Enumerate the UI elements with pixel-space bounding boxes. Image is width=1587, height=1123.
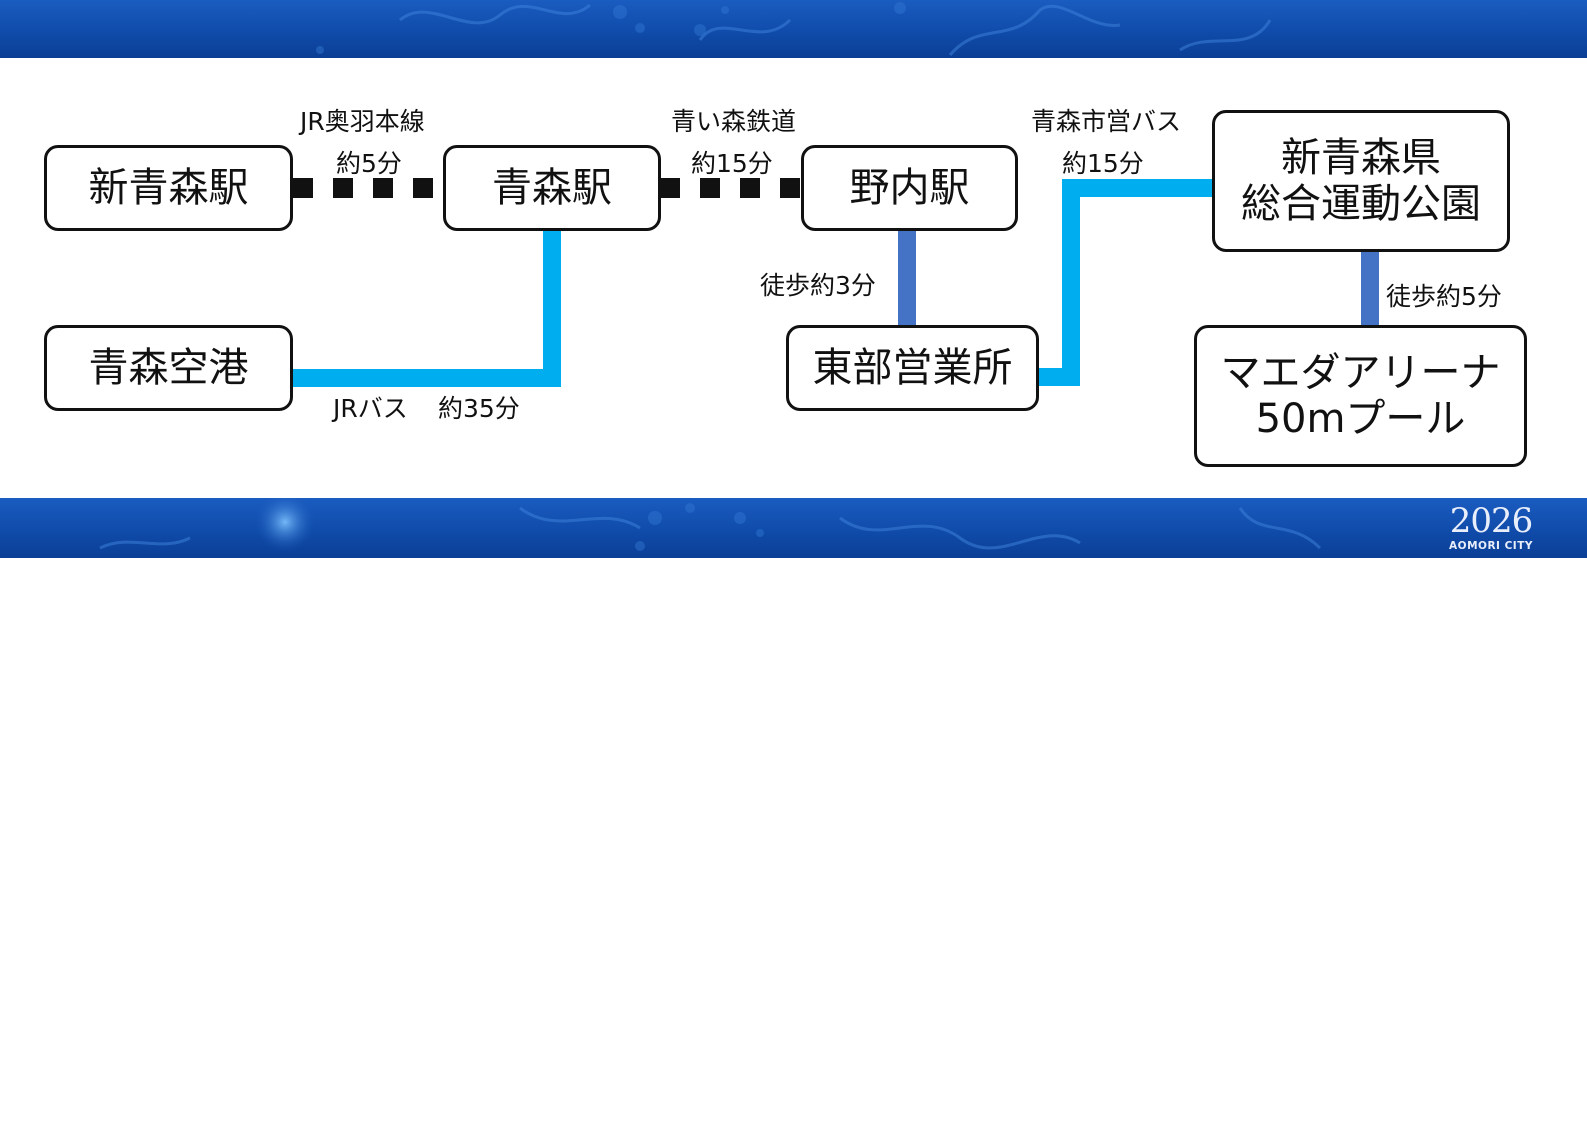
label-walk-arena: 徒歩約5分	[1386, 282, 1502, 311]
route-lines	[293, 178, 1379, 387]
label-jr-bus-time: 約35分	[438, 394, 520, 423]
banner-pattern	[99, 498, 1322, 552]
node-label: 青森空港	[88, 345, 249, 391]
node-aomori-station: 青森駅	[443, 145, 661, 231]
footer-banner: 2026 AOMORI CITY	[0, 498, 1587, 558]
bus-line-jr	[293, 230, 561, 387]
label-jr-ou-line: JR奥羽本線	[300, 107, 425, 136]
node-label: 野内駅	[849, 165, 970, 211]
node-label: 新青森駅	[88, 165, 249, 211]
node-tobu-office: 東部営業所	[786, 325, 1039, 411]
node-label-line1: 新青森県	[1281, 135, 1441, 181]
node-label-line2: 総合運動公園	[1241, 181, 1481, 227]
node-label: 青森駅	[492, 165, 612, 211]
logo-city: AOMORI CITY	[1449, 540, 1533, 552]
node-sports-park: 新青森県 総合運動公園	[1212, 110, 1510, 252]
aomori-2026-logo: 2026 AOMORI CITY	[1441, 502, 1541, 556]
node-label: 東部営業所	[812, 345, 1013, 391]
node-maeda-arena: マエダアリーナ 50mプール	[1194, 325, 1527, 467]
node-label-line1: マエダアリーナ	[1220, 350, 1501, 396]
header-banner	[0, 0, 1587, 58]
label-jr-bus: JRバス	[333, 394, 408, 423]
access-route-diagram: 新青森駅 青森駅 野内駅 新青森県 総合運動公園 青森空港 東部営業所 マエダア…	[0, 58, 1587, 498]
node-nonai-station: 野内駅	[801, 145, 1018, 231]
label-city-bus: 青森市営バス	[1031, 107, 1182, 136]
node-label-line2: 50mプール	[1255, 396, 1466, 442]
node-aomori-airport: 青森空港	[44, 325, 293, 411]
label-aoimori-time: 約15分	[691, 149, 773, 178]
node-shin-aomori-station: 新青森駅	[44, 145, 293, 231]
label-jr-ou-time: 約5分	[336, 149, 402, 178]
label-city-bus-time: 約15分	[1062, 149, 1144, 178]
label-aoimori-railway: 青い森鉄道	[671, 107, 797, 136]
bus-line-city	[1038, 179, 1213, 386]
label-walk-nonai: 徒歩約3分	[760, 271, 876, 300]
logo-year: 2026	[1449, 501, 1534, 541]
banner-pattern	[316, 2, 1272, 56]
